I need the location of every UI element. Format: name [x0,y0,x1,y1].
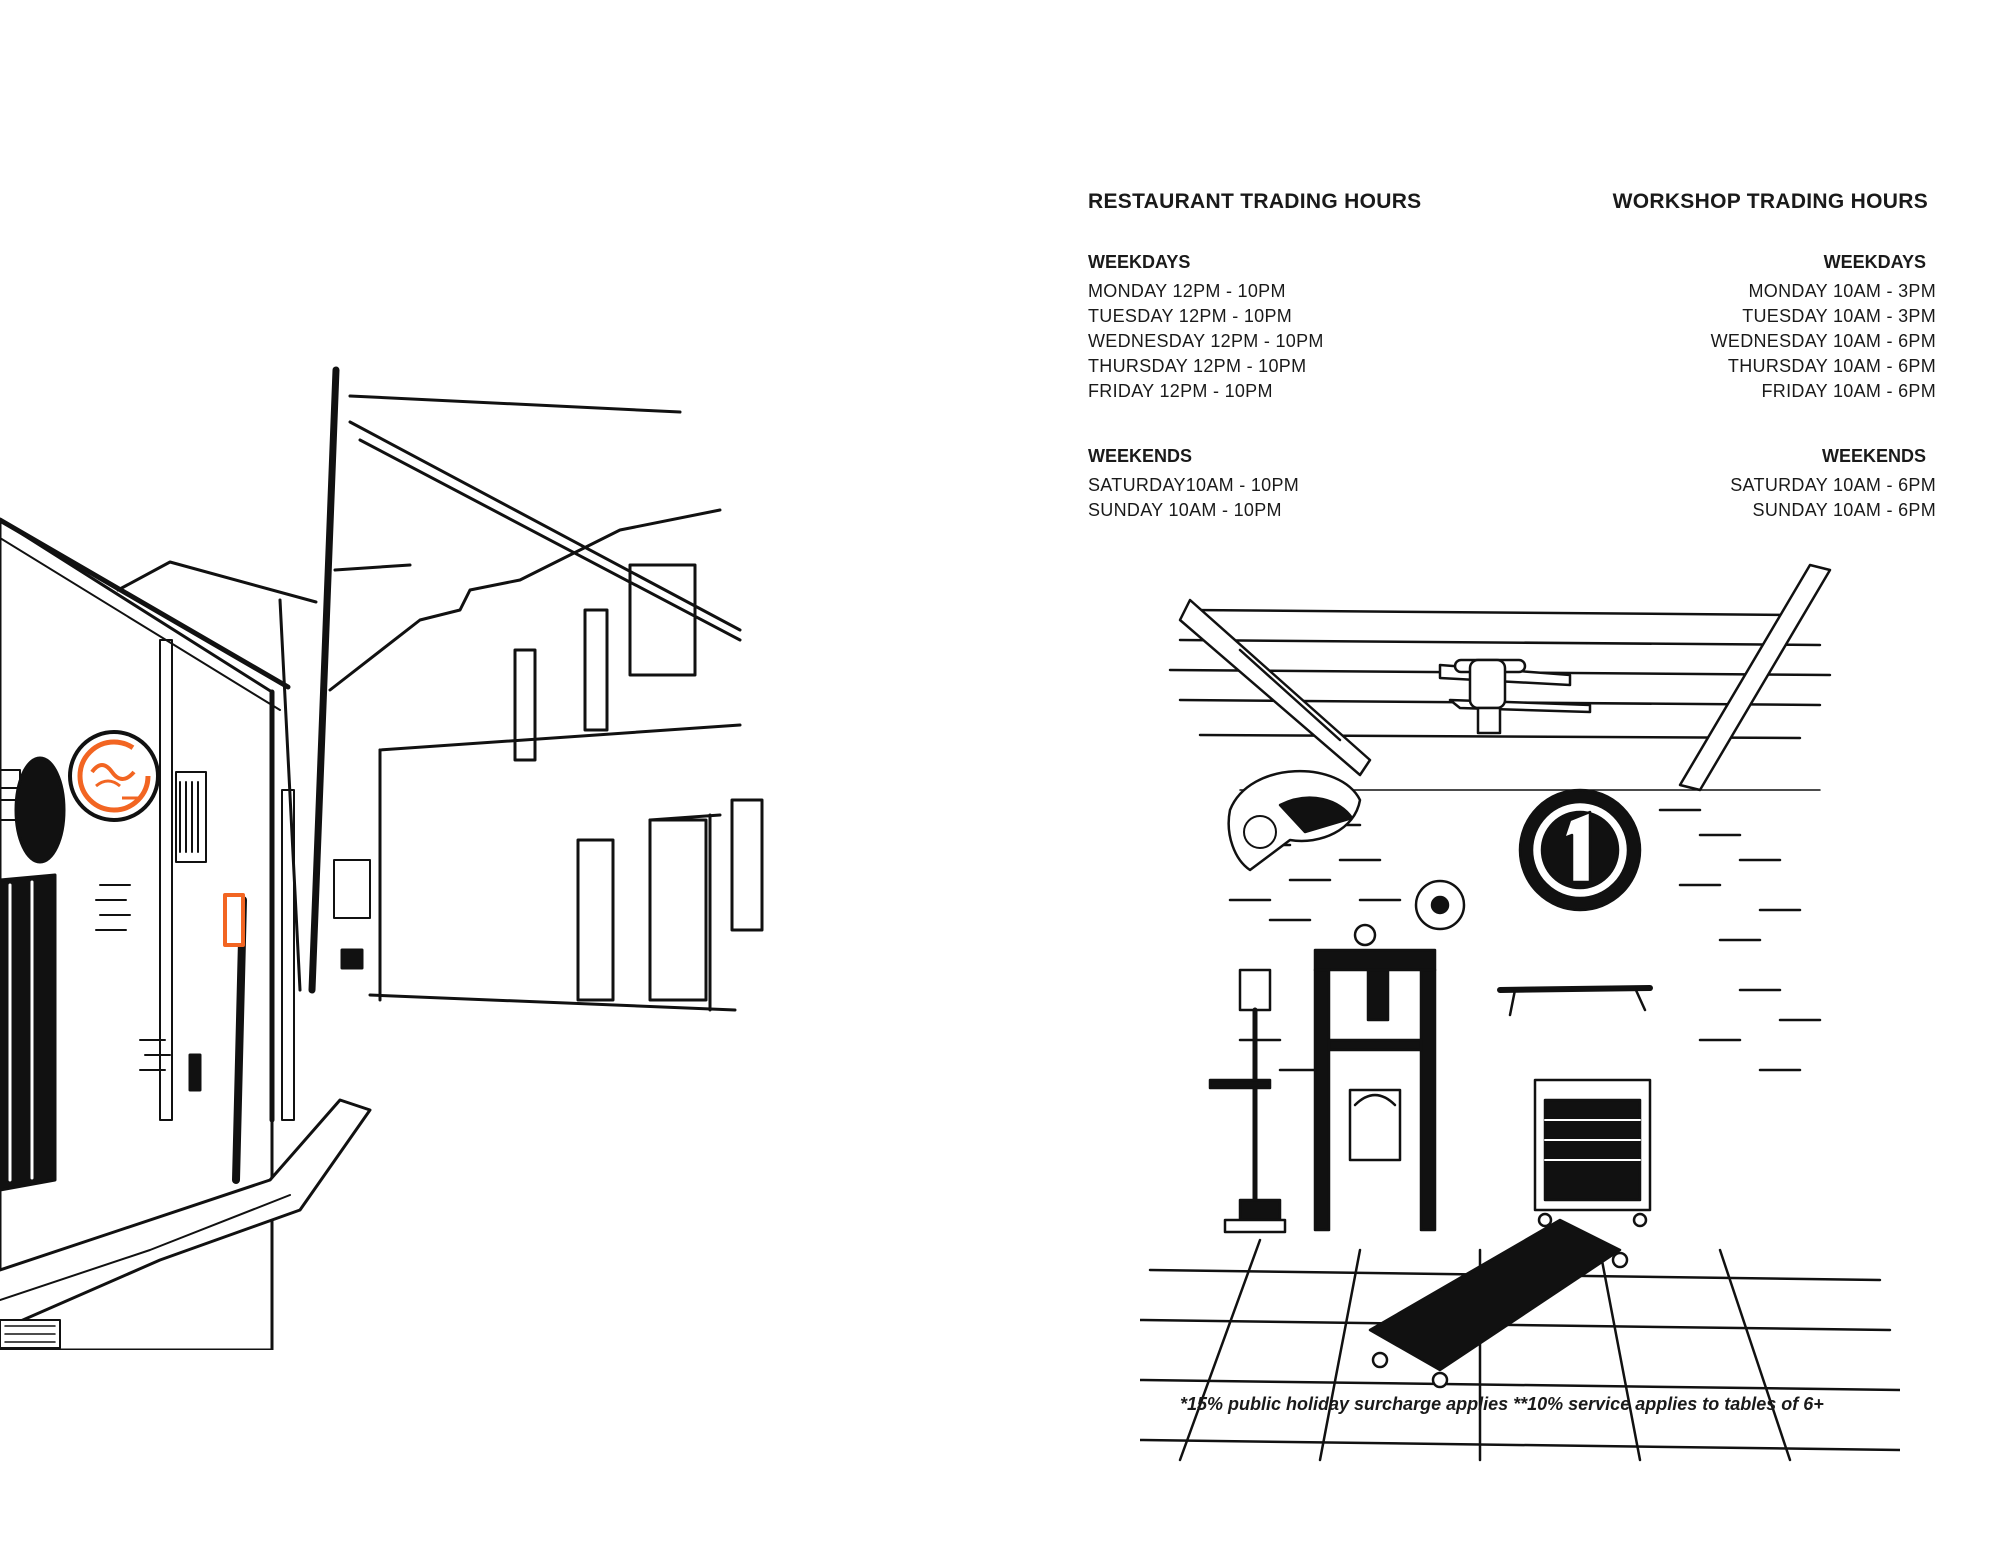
restaurant-weekdays-heading: WEEKDAYS [1088,252,1191,272]
restaurant-hours: RESTAURANT TRADING HOURS WEEKDAYS MONDAY… [1088,190,1508,565]
surcharge-footnote: *15% public holiday surcharge applies **… [1180,1394,1824,1414]
restaurant-weekends-heading: WEEKENDS [1088,446,1193,466]
workshop-hours: WORKSHOP TRADING HOURS WEEKDAYS MONDAY 1… [1540,190,1940,565]
restaurant-weekday-item: MONDAY 12PM - 10PM [1088,281,1286,301]
restaurant-title: RESTAURANT TRADING HOURS [1088,190,1422,213]
workshop-illustration [1140,560,1900,1480]
workshop-weekday-item: MONDAY 10AM - 3PM [1748,281,1936,301]
workshop-weekends-list: SATURDAY 10AM - 6PM SUNDAY 10AM - 6PM [1540,473,1940,523]
workshop-weekends-heading: WEEKENDS [1821,446,1926,466]
restaurant-weekday-item: WEDNESDAY 12PM - 10PM [1088,331,1324,351]
rising-sun-logo [66,728,162,824]
workshop-weekdays-heading: WEEKDAYS [1823,252,1926,272]
workshop-weekdays-list: MONDAY 10AM - 3PM TUESDAY 10AM - 3PM WED… [1540,279,1940,404]
restaurant-weekday-item: THURSDAY 12PM - 10PM [1088,356,1307,376]
workshop-weekend-item: SUNDAY 10AM - 6PM [1752,500,1936,520]
restaurant-weekdays-list: MONDAY 12PM - 10PM TUESDAY 12PM - 10PM W… [1088,279,1508,404]
workshop-title: WORKSHOP TRADING HOURS [1612,190,1928,213]
restaurant-weekends-list: SATURDAY10AM - 10PM SUNDAY 10AM - 10PM [1088,473,1508,523]
restaurant-weekend-item: SATURDAY10AM - 10PM [1088,475,1300,495]
workshop-weekday-item: WEDNESDAY 10AM - 6PM [1710,331,1936,351]
workshop-weekday-item: FRIDAY 10AM - 6PM [1761,381,1936,401]
workshop-weekend-item: SATURDAY 10AM - 6PM [1730,475,1936,495]
workshop-weekday-item: THURSDAY 10AM - 6PM [1727,356,1936,376]
workshop-weekday-item: TUESDAY 10AM - 3PM [1742,306,1936,326]
restaurant-weekday-item: FRIDAY 12PM - 10PM [1088,381,1273,401]
restaurant-weekend-item: SUNDAY 10AM - 10PM [1088,500,1282,520]
restaurant-weekday-item: TUESDAY 12PM - 10PM [1088,306,1293,326]
street-illustration [0,340,780,1350]
